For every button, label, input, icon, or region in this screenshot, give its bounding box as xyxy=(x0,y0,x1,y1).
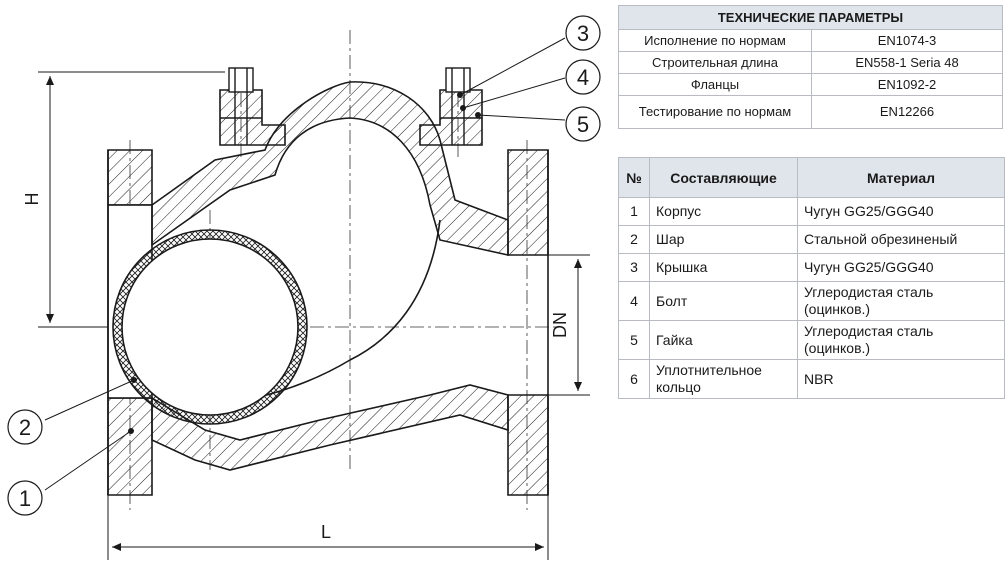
svg-text:1: 1 xyxy=(19,486,31,511)
part-material: Углеродистая сталь (оцинков.) xyxy=(797,281,1005,321)
dim-l: L xyxy=(107,495,549,560)
parts-table: № Составляющие Материал 1 Корпус Чугун G… xyxy=(618,157,1005,399)
col-header-material: Материал xyxy=(797,157,1005,198)
leader-lines xyxy=(44,37,566,491)
table-row: 2 Шар Стальной обрезиненый xyxy=(618,225,1005,254)
part-no: 3 xyxy=(618,253,650,282)
spec-value: EN1074-3 xyxy=(811,29,1003,52)
part-material: NBR xyxy=(797,359,1005,399)
valve-drawing: 1 2 3 4 5 H L DN xyxy=(7,15,601,560)
part-no: 1 xyxy=(618,197,650,226)
svg-text:DN: DN xyxy=(550,312,570,338)
spec-key: Строительная длина xyxy=(618,51,812,74)
callout-5: 5 xyxy=(565,106,601,142)
table-row: 4 Болт Углеродистая сталь (оцинков.) xyxy=(618,281,1005,321)
spec-header: ТЕХНИЧЕСКИЕ ПАРАМЕТРЫ xyxy=(618,5,1003,30)
part-no: 2 xyxy=(618,225,650,254)
bolts xyxy=(228,67,471,145)
callout-4: 4 xyxy=(565,59,601,95)
part-name: Шар xyxy=(649,225,798,254)
callout-2: 2 xyxy=(7,409,43,445)
spec-key: Исполнение по нормам xyxy=(618,29,812,52)
part-material: Углеродистая сталь (оцинков.) xyxy=(797,320,1005,360)
table-row: Фланцы EN1092-2 xyxy=(618,73,1003,96)
callout-1: 1 xyxy=(7,480,43,516)
dim-h: H xyxy=(22,71,225,328)
part-material: Чугун GG25/GGG40 xyxy=(797,197,1005,226)
table-row: Тестирование по нормам EN12266 xyxy=(618,95,1003,129)
right-flange xyxy=(507,149,549,496)
table-row: Строительная длина EN558-1 Seria 48 xyxy=(618,51,1003,74)
svg-text:2: 2 xyxy=(19,415,31,440)
table-row: 5 Гайка Углеродистая сталь (оцинков.) xyxy=(618,320,1005,360)
svg-text:L: L xyxy=(321,522,331,542)
part-material: Чугун GG25/GGG40 xyxy=(797,253,1005,282)
table-row: Исполнение по нормам EN1074-3 xyxy=(618,29,1003,52)
body-wall-lower xyxy=(151,384,509,471)
spec-key: Тестирование по нормам xyxy=(618,95,812,129)
dim-dn: DN xyxy=(508,254,590,396)
part-no: 5 xyxy=(618,320,650,360)
svg-text:5: 5 xyxy=(577,112,589,137)
part-name: Болт xyxy=(649,281,798,321)
part-no: 6 xyxy=(618,359,650,399)
parts-header-row: № Составляющие Материал xyxy=(618,157,1005,198)
svg-text:3: 3 xyxy=(577,21,589,46)
spec-value: EN12266 xyxy=(811,95,1003,129)
table-row: 3 Крышка Чугун GG25/GGG40 xyxy=(618,253,1005,282)
ball xyxy=(112,229,308,425)
table-row: 1 Корпус Чугун GG25/GGG40 xyxy=(618,197,1005,226)
cover xyxy=(219,89,483,146)
svg-text:H: H xyxy=(22,193,42,206)
part-material: Стальной обрезиненый xyxy=(797,225,1005,254)
table-row: 6 Уплотнительное кольцо NBR xyxy=(618,359,1005,399)
spec-value: EN1092-2 xyxy=(811,73,1003,96)
part-no: 4 xyxy=(618,281,650,321)
spec-key: Фланцы xyxy=(618,73,812,96)
col-header-no: № xyxy=(618,157,650,198)
svg-text:4: 4 xyxy=(577,65,589,90)
part-name: Уплотнительное кольцо xyxy=(649,359,798,399)
col-header-part: Составляющие xyxy=(649,157,798,198)
part-name: Гайка xyxy=(649,320,798,360)
spec-table: ТЕХНИЧЕСКИЕ ПАРАМЕТРЫ Исполнение по норм… xyxy=(618,5,1003,129)
part-name: Крышка xyxy=(649,253,798,282)
spec-value: EN558-1 Seria 48 xyxy=(811,51,1003,74)
part-name: Корпус xyxy=(649,197,798,226)
callout-3: 3 xyxy=(565,15,601,51)
